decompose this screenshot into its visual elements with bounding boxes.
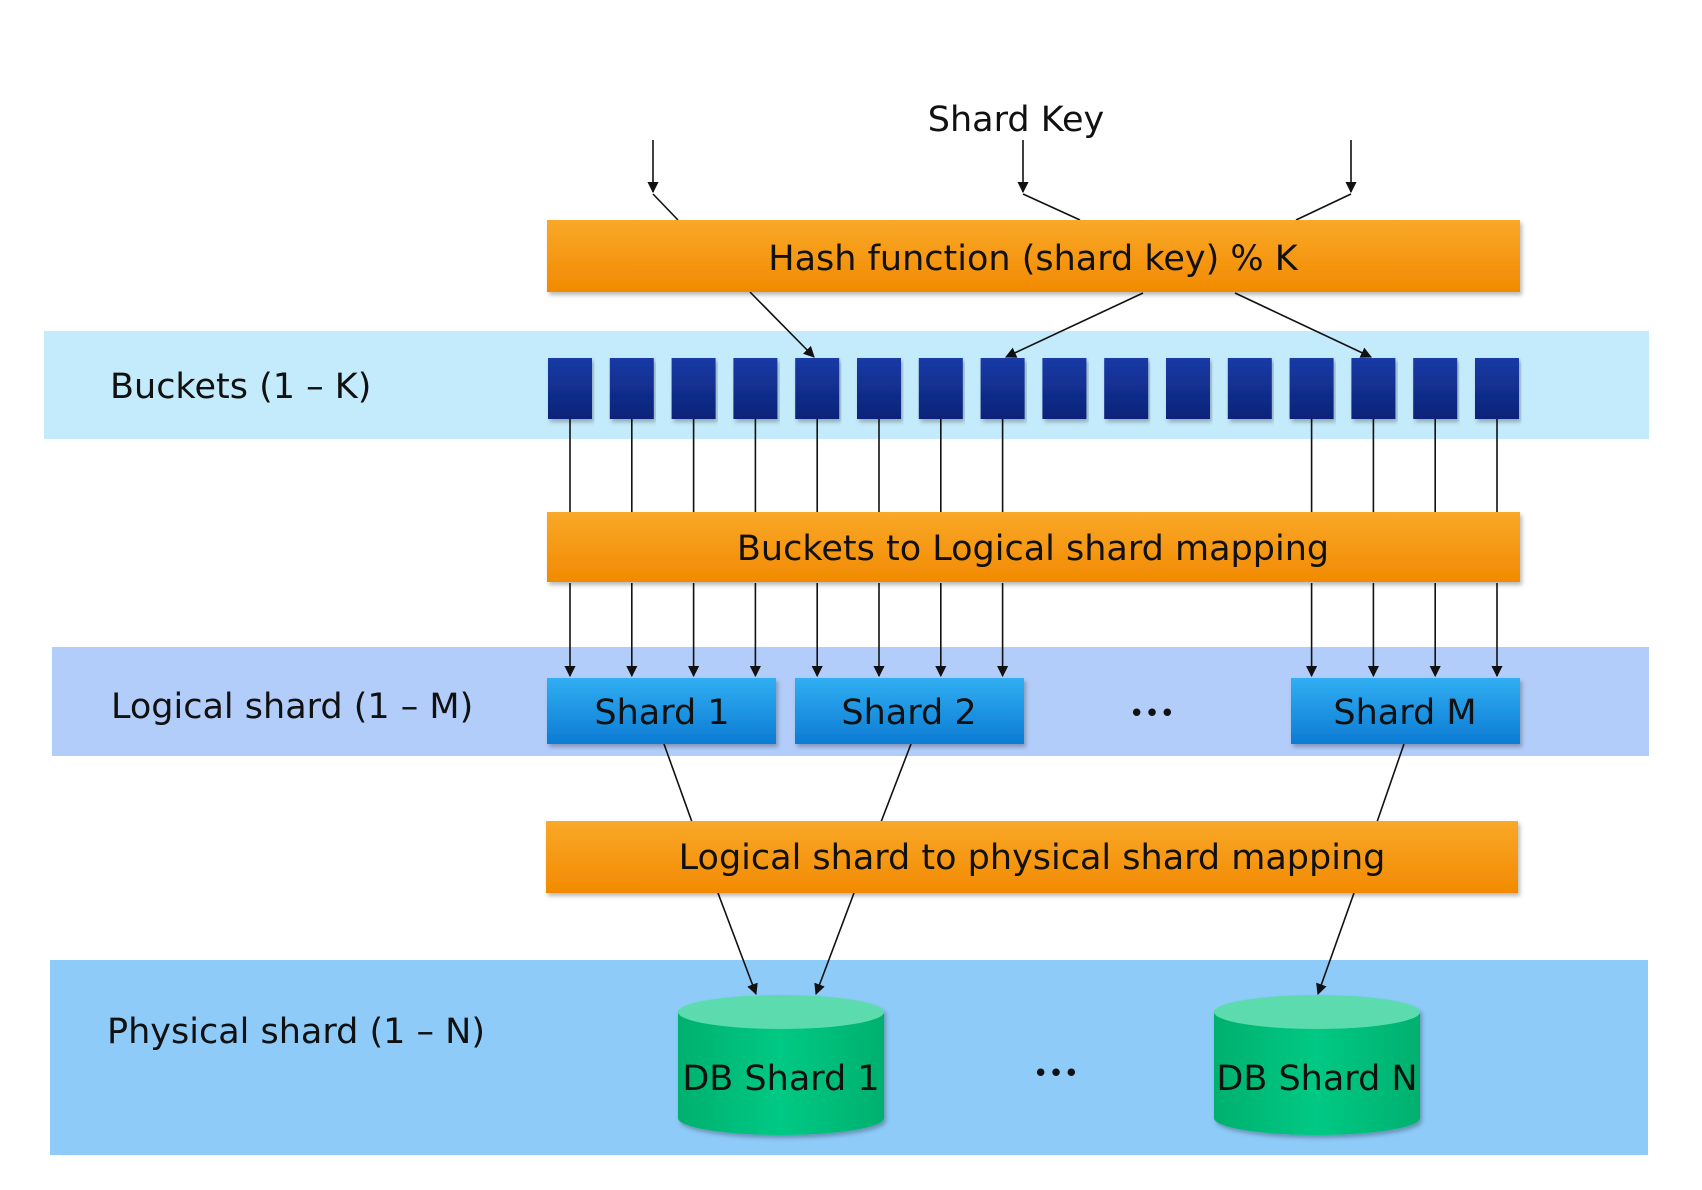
physical-ellipsis: •••: [1033, 1059, 1079, 1089]
hash-function-box: [547, 220, 1520, 292]
bucket-row: [548, 358, 1519, 419]
shard-key-title: Shard Key: [928, 100, 1104, 140]
hash-to-bucket-arrow-3: [1234, 292, 1373, 358]
bucket-4: [733, 358, 778, 419]
bucket-16: [1475, 358, 1519, 419]
logical-shard-2: Shard 2: [795, 678, 1024, 744]
logical-shard-m: Shard M: [1291, 678, 1520, 744]
hash-function-label: Hash function (shard key) % K: [768, 239, 1298, 279]
input-arrow-center-tail: [1022, 193, 1081, 221]
logical-shard-1-label: Shard 1: [594, 693, 729, 733]
bucket-6: [857, 358, 901, 419]
bucket-14: [1351, 358, 1396, 419]
db-shard-1-label: DB Shard 1: [682, 1059, 879, 1099]
db-shard-1-cylinder: [678, 995, 884, 1135]
bucket-9: [1042, 358, 1087, 419]
mapping-to-db1-arrow-b: [814, 892, 855, 996]
hash-to-bucket-arrow-2: [1004, 292, 1144, 358]
logical-to-physical-label: Logical shard to physical shard mapping: [679, 838, 1386, 878]
bucket-11: [1166, 358, 1210, 419]
buckets-layer-label: Buckets (1 – K): [110, 367, 371, 407]
input-arrow-left-tail: [652, 193, 679, 221]
bucket-to-logical-label: Buckets to Logical shard mapping: [737, 529, 1329, 569]
bucket-to-logical-box: [547, 512, 1520, 582]
bucket-1: [548, 358, 592, 419]
logical-shard-1: Shard 1: [547, 678, 776, 744]
bucket-10: [1104, 358, 1149, 419]
shard2-to-mapping-line: [880, 743, 912, 823]
db-shard-n-label: DB Shard N: [1216, 1059, 1417, 1099]
mapping-to-db1-arrow-a: [717, 892, 758, 996]
connector-lines: [564, 140, 1503, 996]
logical-shard-2-label: Shard 2: [841, 693, 976, 733]
bucket-7: [918, 358, 963, 419]
bucket-2: [609, 358, 654, 419]
bucket-8: [980, 358, 1025, 419]
hash-to-bucket-arrow-1: [749, 291, 815, 358]
mapping-to-dbn-arrow: [1316, 892, 1355, 996]
input-arrow-right-tail: [1295, 193, 1352, 221]
db-shard-n-cylinder: [1214, 995, 1420, 1135]
bucket-5: [795, 358, 840, 419]
bucket-13: [1289, 358, 1334, 419]
bucket-column-lines: [564, 419, 1503, 678]
logical-to-physical-box: [546, 821, 1518, 893]
bucket-12: [1227, 358, 1272, 419]
logical-layer-label: Logical shard (1 – M): [111, 687, 473, 727]
shardm-to-mapping-line: [1376, 743, 1405, 823]
shard1-to-mapping-line: [663, 743, 693, 823]
bucket-15: [1413, 358, 1458, 419]
bucket-3: [671, 358, 716, 419]
logical-ellipsis: •••: [1129, 699, 1175, 729]
logical-shard-m-label: Shard M: [1333, 693, 1476, 733]
physical-layer-label: Physical shard (1 – N): [107, 1012, 485, 1052]
